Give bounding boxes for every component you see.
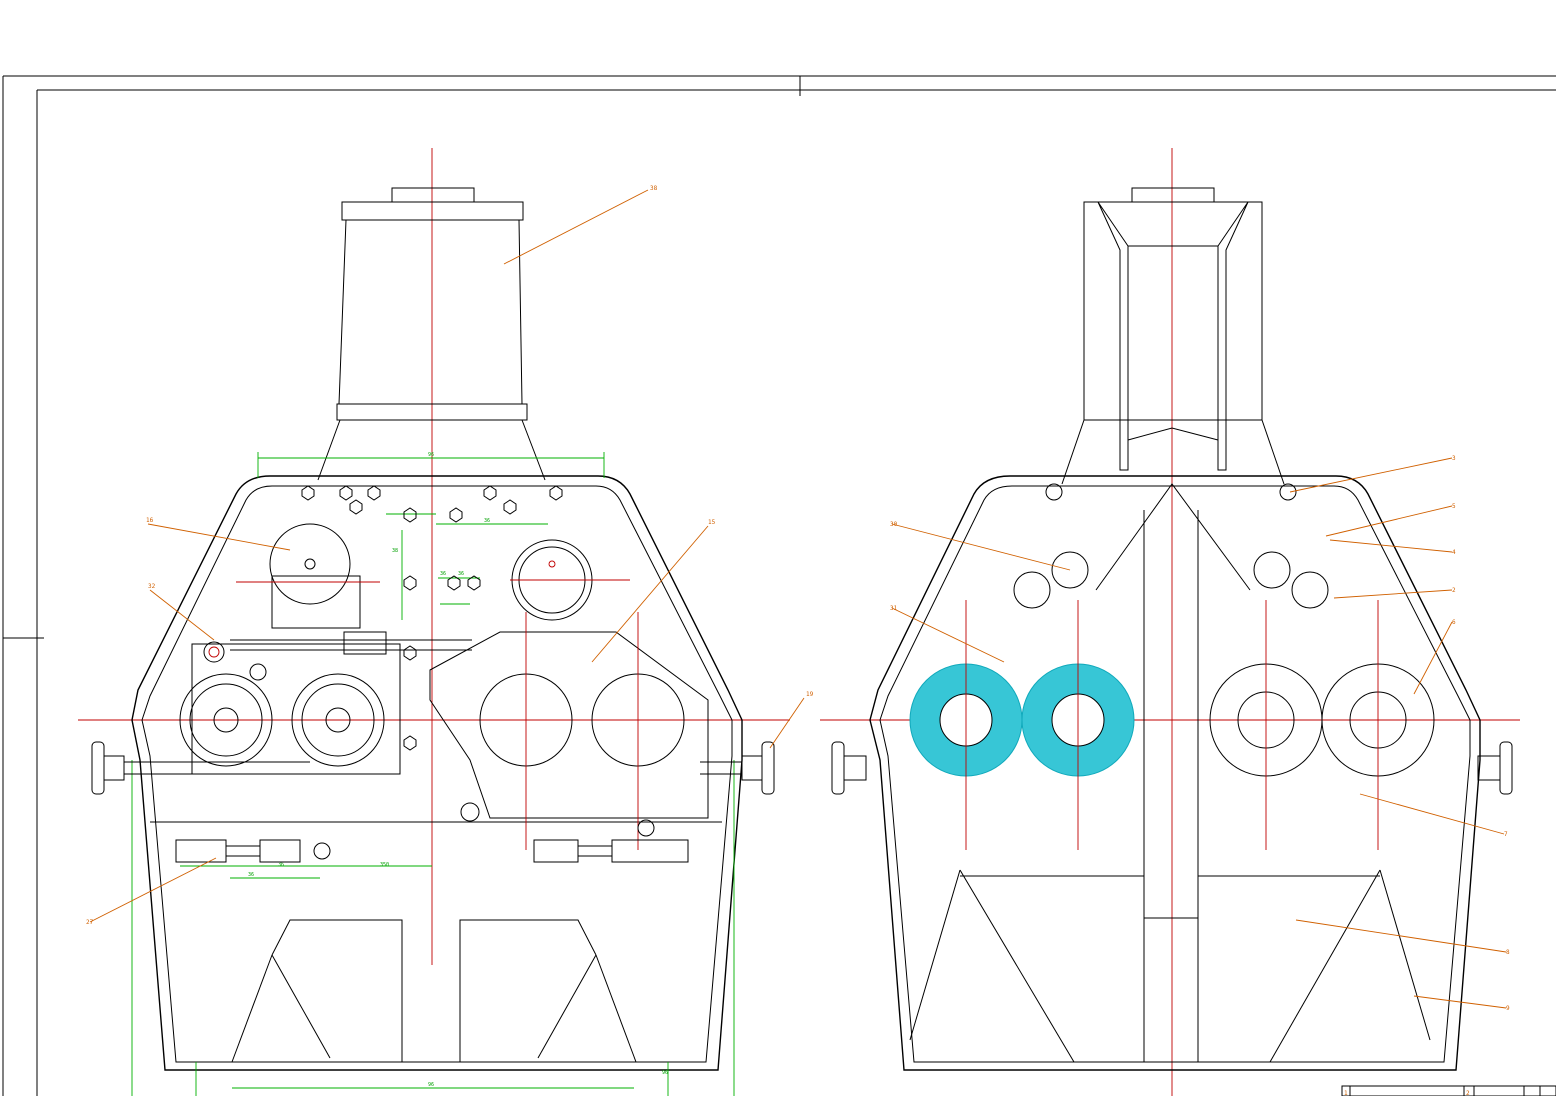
- dim-h: 96: [662, 1070, 668, 1076]
- title-cell-2: 2: [1466, 1090, 1470, 1096]
- right-handwheels: [831, 741, 1513, 795]
- left-machine-body: [131, 475, 743, 1071]
- left-pulley-group: [179, 631, 472, 775]
- left-gearbox: [429, 612, 709, 850]
- left-callouts: 38 16 32 15 19 27: [86, 185, 814, 926]
- left-dimensions: 96 36 38 36 36 36 36 350 96 96: [131, 452, 735, 1096]
- dim-g: 350: [380, 862, 389, 868]
- dim-bottom-width: 96: [428, 1082, 434, 1088]
- dim-d: 36: [458, 571, 464, 577]
- callout-6: 6: [1452, 619, 1456, 626]
- callout-7: 7: [1504, 831, 1508, 838]
- right-rollers: [909, 483, 1435, 850]
- callout-27: 27: [86, 919, 94, 926]
- callout-31: 31: [890, 605, 898, 612]
- title-cell-1: 1: [1344, 1090, 1348, 1096]
- dim-e: 36: [278, 862, 284, 868]
- right-view: 3 5 4 2 6 7 8 9 30 31: [820, 148, 1520, 1096]
- callout-32: 32: [148, 583, 156, 590]
- callout-2: 2: [1452, 587, 1456, 594]
- right-motor: [510, 539, 630, 621]
- title-block: 1 2: [1341, 1085, 1556, 1096]
- callout-3: 3: [1452, 455, 1456, 462]
- callout-30: 30: [890, 521, 898, 528]
- callout-15: 15: [708, 519, 716, 526]
- callout-5: 5: [1452, 503, 1456, 510]
- callout-38: 38: [650, 185, 658, 192]
- callout-19: 19: [806, 691, 814, 698]
- left-view: 96 36 38 36 36 36 36 350 96 96: [78, 148, 814, 1096]
- left-motor: [236, 523, 380, 629]
- left-handwheels: [91, 741, 775, 795]
- left-bolts: [301, 485, 563, 751]
- right-machine-body: [869, 475, 1481, 1071]
- callout-9: 9: [1506, 1005, 1510, 1012]
- callout-16: 16: [146, 517, 154, 524]
- left-cylinders: [175, 819, 689, 863]
- dim-b: 38: [392, 548, 398, 554]
- right-callouts: 3 5 4 2 6 7 8 9 30 31: [890, 455, 1510, 1012]
- sheet-border: [2, 75, 1556, 1096]
- callout-4: 4: [1452, 549, 1456, 556]
- dim-c: 36: [440, 571, 446, 577]
- callout-8: 8: [1506, 949, 1510, 956]
- dim-a: 36: [484, 518, 490, 524]
- right-feed-hopper: [1061, 187, 1285, 485]
- dim-top-width: 96: [428, 452, 434, 458]
- dim-f: 36: [248, 872, 254, 878]
- left-feed-hopper: [317, 187, 546, 481]
